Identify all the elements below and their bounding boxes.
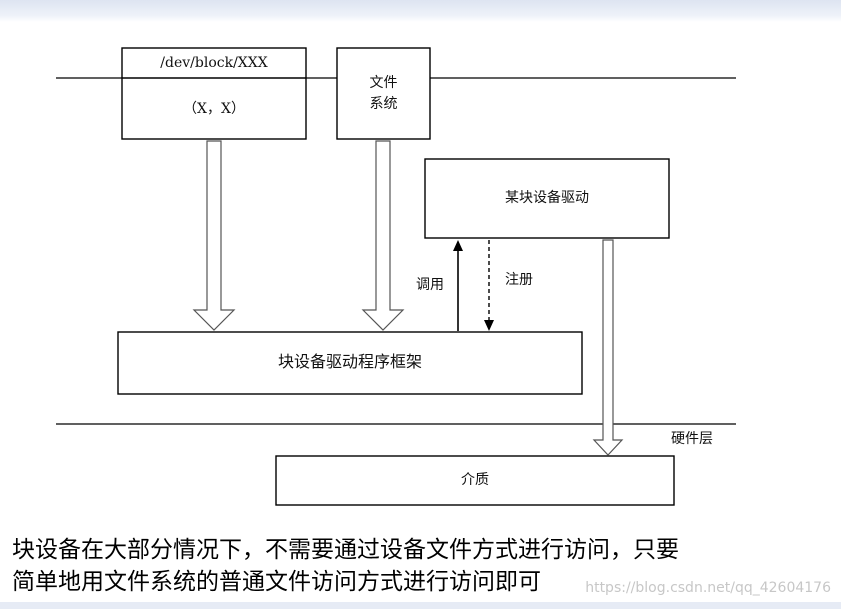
register-label: 注册 — [505, 272, 533, 288]
filesystem-to-framework-arrow — [361, 140, 405, 331]
device-path-label: /dev/block/XXX — [160, 55, 268, 71]
filesystem-label-line2: 系统 — [369, 96, 398, 112]
call-label: 调用 — [416, 277, 444, 293]
caption-line-2: 简单地用文件系统的普通文件访问方式进行访问即可 — [12, 569, 541, 595]
hardware-layer-label: 硬件层 — [671, 431, 713, 447]
filesystem-box — [336, 47, 431, 140]
driver-box — [424, 158, 670, 239]
framework-label: 块设备驱动程序框架 — [277, 352, 422, 371]
driver-to-medium-arrow — [592, 239, 624, 456]
register-arrow-head — [484, 320, 494, 331]
call-arrow-head — [453, 240, 463, 251]
bottom-banner — [0, 602, 841, 609]
driver-label: 某块设备驱动 — [505, 190, 589, 206]
watermark: https://blog.csdn.net/qq_42604176 — [585, 580, 831, 596]
medium-label: 介质 — [461, 472, 489, 488]
caption-line-1: 块设备在大部分情况下，不需要通过设备文件方式进行访问，只要 — [12, 537, 679, 563]
caption-text: 块设备在大部分情况下，不需要通过设备文件方式进行访问，只要 简单地用文件系统的普… — [12, 534, 837, 598]
device-to-framework-arrow — [192, 140, 236, 331]
top-banner — [0, 0, 841, 22]
device-file-box — [121, 47, 307, 140]
filesystem-label-line1: 文件 — [369, 75, 398, 91]
medium-box — [275, 455, 675, 506]
framework-box — [117, 331, 583, 395]
device-numbers-label: （X，X） — [183, 101, 245, 117]
